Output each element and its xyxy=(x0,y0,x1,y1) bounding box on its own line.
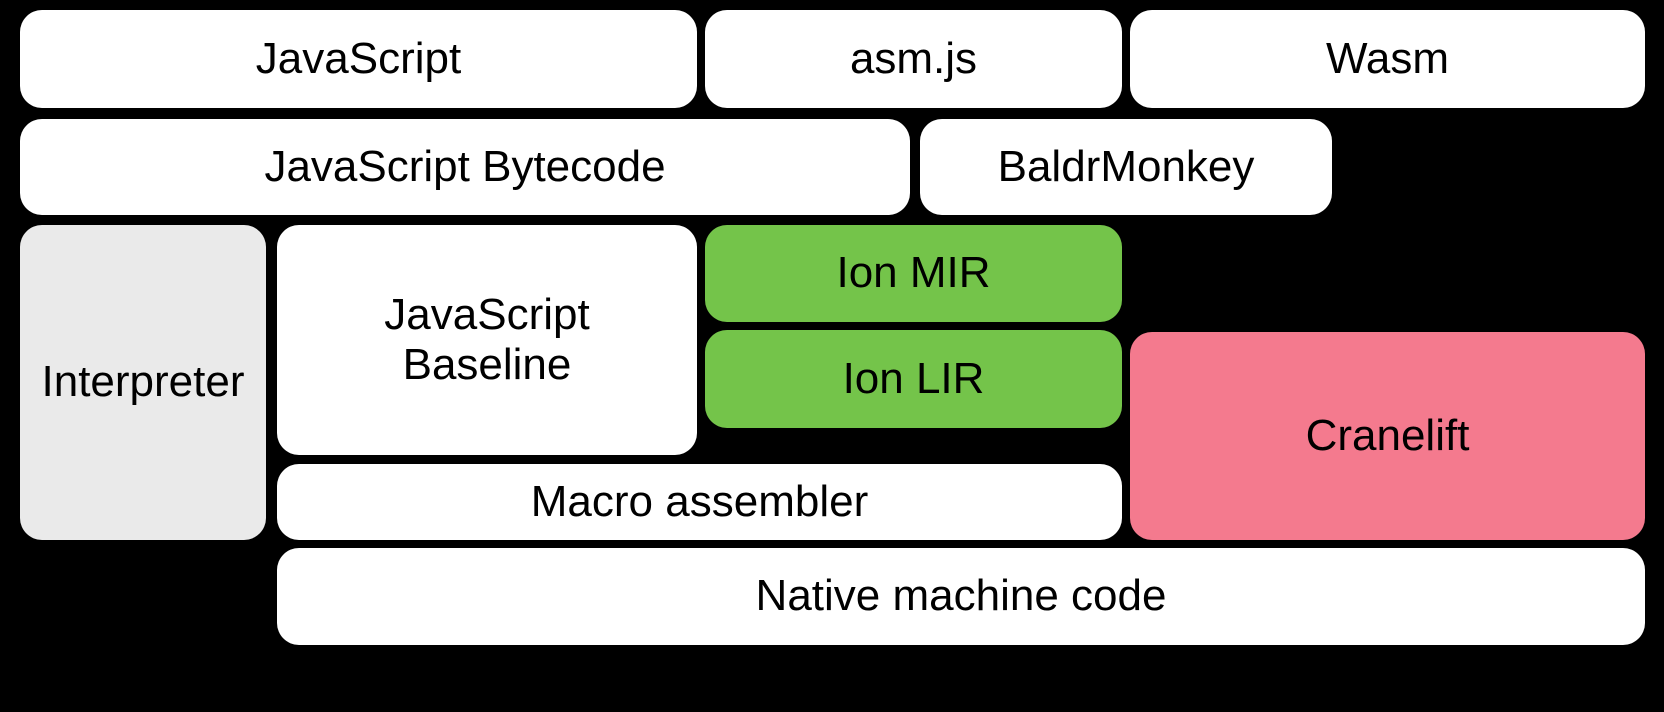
node-javascript-baseline-label: JavaScript Baseline xyxy=(384,289,590,389)
node-interpreter-label: Interpreter xyxy=(41,357,245,407)
node-macro-assembler-label: Macro assembler xyxy=(530,476,869,526)
node-javascript-label: JavaScript xyxy=(255,33,462,83)
node-asm-js[interactable]: asm.js xyxy=(705,10,1122,108)
node-asm-js-label: asm.js xyxy=(849,33,978,83)
node-javascript-bytecode[interactable]: JavaScript Bytecode xyxy=(20,119,910,215)
node-javascript-bytecode-label: JavaScript Bytecode xyxy=(264,141,666,191)
node-ion-mir-label: Ion MIR xyxy=(836,248,991,298)
node-native-machine-code[interactable]: Native machine code xyxy=(277,548,1645,645)
node-wasm[interactable]: Wasm xyxy=(1130,10,1645,108)
node-baldrmonkey-label: BaldrMonkey xyxy=(997,141,1255,191)
node-ion-lir[interactable]: Ion LIR xyxy=(705,330,1122,428)
node-javascript[interactable]: JavaScript xyxy=(20,10,697,108)
node-javascript-baseline[interactable]: JavaScript Baseline xyxy=(277,225,697,455)
node-cranelift[interactable]: Cranelift xyxy=(1130,332,1645,540)
node-interpreter[interactable]: Interpreter xyxy=(20,225,266,540)
node-cranelift-label: Cranelift xyxy=(1305,410,1470,460)
node-native-machine-code-label: Native machine code xyxy=(755,571,1167,621)
node-macro-assembler[interactable]: Macro assembler xyxy=(277,464,1122,540)
node-wasm-label: Wasm xyxy=(1325,33,1450,83)
node-ion-mir[interactable]: Ion MIR xyxy=(705,225,1122,322)
node-ion-lir-label: Ion LIR xyxy=(842,353,985,403)
node-baldrmonkey[interactable]: BaldrMonkey xyxy=(920,119,1332,215)
